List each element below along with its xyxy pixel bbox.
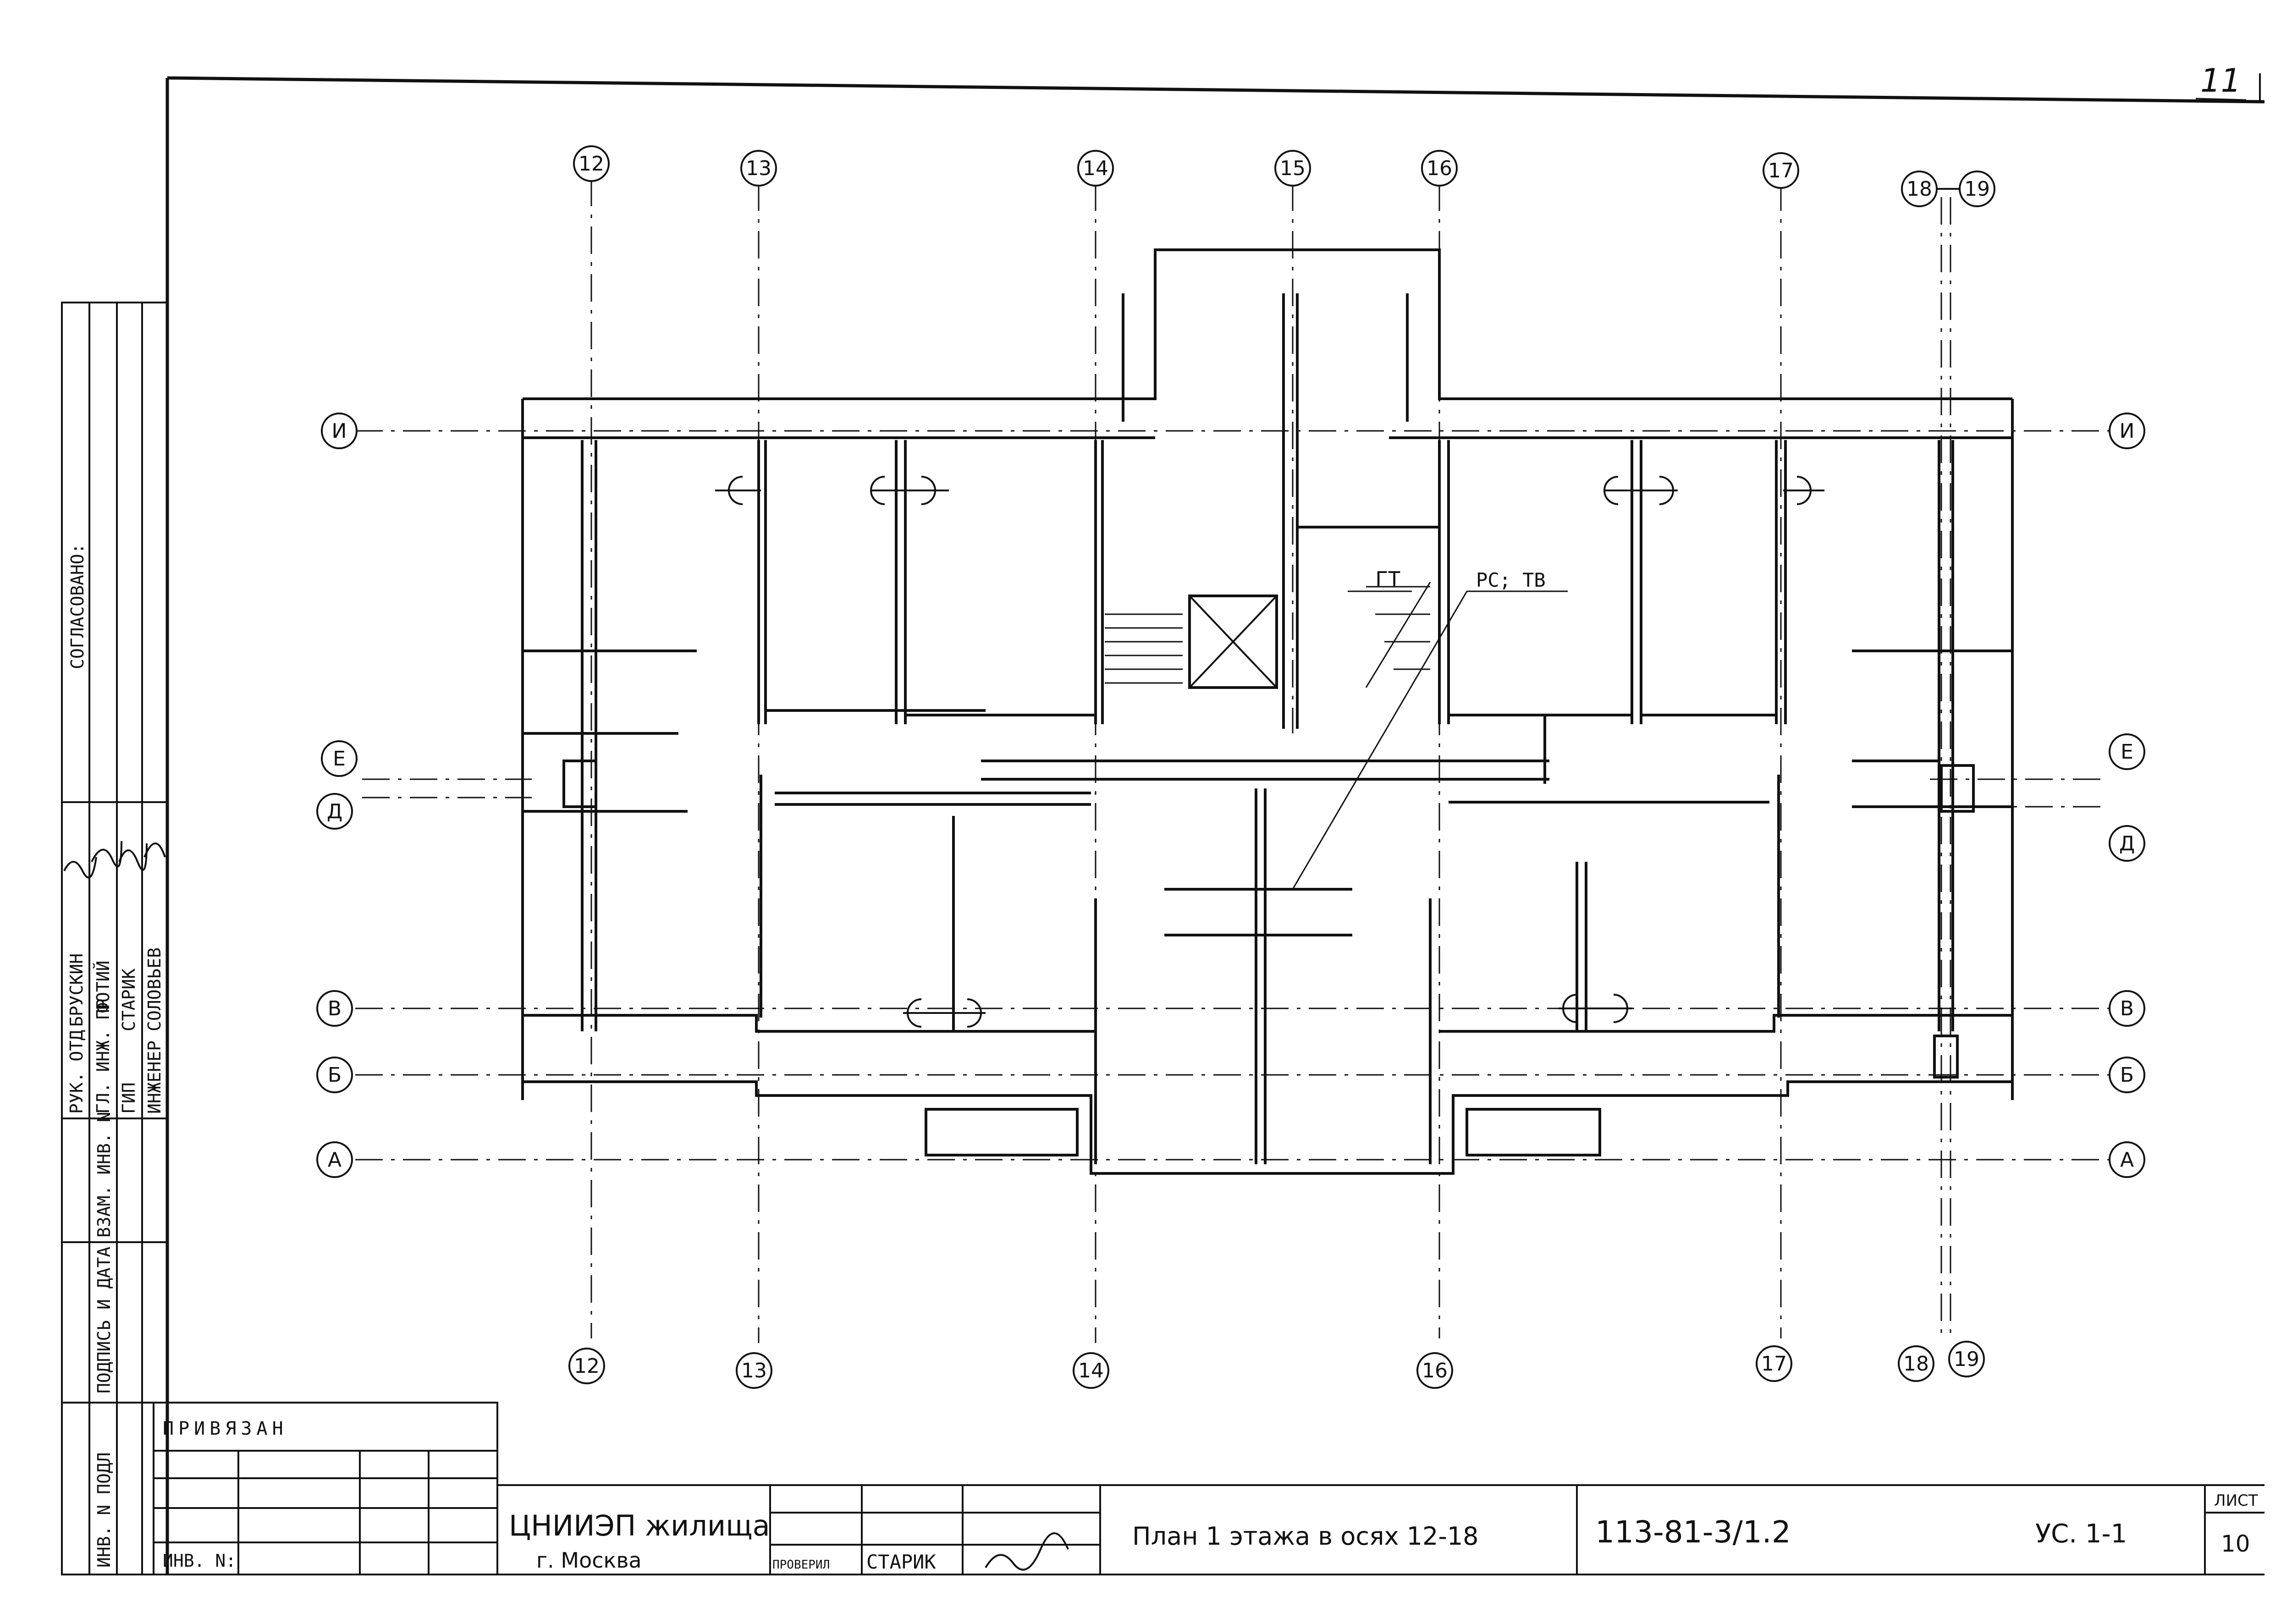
axis-label-d-left: Д <box>327 800 342 823</box>
organization-name: ЦНИИЭП жилища <box>509 1509 770 1542</box>
stamp-role-3: ГИП <box>119 1082 139 1114</box>
axis-bubbles-top <box>573 145 1995 207</box>
checked-label: ПРОВЕРИЛ <box>772 1558 830 1572</box>
stamp-name-3: СТАРИК <box>119 969 139 1031</box>
axis-label-15-top: 15 <box>1280 157 1306 180</box>
axis-label-14-bottom: 14 <box>1078 1359 1104 1382</box>
label-rs-tv: РС; ТВ <box>1476 569 1546 591</box>
axis-label-v-left: В <box>328 997 342 1020</box>
stamp-field-repl: ВЗАМ. ИНВ. N <box>94 1112 114 1238</box>
axis-label-12-top: 12 <box>579 152 604 176</box>
axis-label-16-top: 16 <box>1427 157 1452 180</box>
axis-label-b-left: Б <box>328 1063 342 1087</box>
axis-label-19-bottom: 19 <box>1954 1348 1979 1371</box>
axis-bubbles-right <box>2109 413 2145 1178</box>
axis-bubbles-left <box>316 413 358 1178</box>
agreed-label: СОГЛАСОВАНО: <box>67 543 88 669</box>
checked-name: СТАРИК <box>866 1551 936 1573</box>
axis-label-19-top: 19 <box>1964 177 1990 201</box>
axis-label-18-top: 18 <box>1906 177 1932 201</box>
inv-label: ИНВ. N: <box>163 1551 236 1571</box>
door-symbols <box>715 476 1824 1028</box>
axis-label-17-bottom: 17 <box>1761 1352 1787 1376</box>
side-stamp-text: СОГЛАСОВАНО: РУК. ОТД БРУСКИН ГЛ. ИНЖ. П… <box>66 543 165 1568</box>
axis-label-16-bottom: 16 <box>1422 1359 1448 1382</box>
stamp-name-2: ФОТИЙ <box>93 961 113 1013</box>
axis-label-e-left: Е <box>333 747 346 771</box>
label-gt: ГТ <box>1375 567 1400 592</box>
axis-labels-bottom: 12 13 14 16 17 18 19 <box>574 1348 1979 1382</box>
sheet-label: ЛИСТ <box>2214 1492 2258 1510</box>
document-part: УС. 1-1 <box>2035 1519 2127 1549</box>
walls <box>521 248 2014 1175</box>
axis-labels-top: 12 13 14 15 16 17 18 19 <box>579 152 1990 201</box>
axis-label-b-right: Б <box>2120 1063 2134 1087</box>
axis-label-12-bottom: 12 <box>574 1354 600 1378</box>
stamp-name-4: СОЛОВЬЕВ <box>144 947 165 1031</box>
title-block <box>153 1402 2264 1575</box>
side-stamp <box>61 302 168 1575</box>
sheet-corner-mark: 11 <box>2200 62 2241 99</box>
sheet-number: 10 <box>2221 1530 2250 1557</box>
axis-label-13-bottom: 13 <box>741 1359 767 1382</box>
document-code: 113-81-3/1.2 <box>1595 1514 1791 1550</box>
stamp-role-1: РУК. ОТД <box>66 1030 87 1114</box>
axis-label-a-right: А <box>2120 1148 2134 1172</box>
axis-label-13-top: 13 <box>746 157 771 180</box>
axis-labels-left: И Е Д В Б А <box>327 419 347 1172</box>
stamp-name-1: БРУСКИН <box>66 953 87 1027</box>
axis-label-d-right: Д <box>2119 832 2135 855</box>
stamp-field-sign: ПОДПИСЬ И ДАТА <box>94 1247 114 1393</box>
axis-label-a-left: А <box>328 1148 342 1172</box>
leader-lines <box>1292 590 1568 890</box>
axis-label-e-right: Е <box>2121 740 2133 764</box>
stamp-signatures <box>63 841 166 879</box>
stamp-role-4: ИНЖЕНЕР <box>144 1040 165 1114</box>
axis-label-17-top: 17 <box>1768 159 1794 182</box>
axis-label-14-top: 14 <box>1083 157 1108 180</box>
axis-label-i-right: И <box>2120 419 2135 443</box>
organization-city: г. Москва <box>536 1548 642 1573</box>
sheet-title: План 1 этажа в осях 12-18 <box>1132 1522 1479 1551</box>
stamp-field-inv: ИНВ. N ПОДЛ <box>94 1452 114 1568</box>
tied-label: ПРИВЯЗАН <box>163 1418 288 1439</box>
axis-label-18-bottom: 18 <box>1903 1352 1929 1376</box>
axis-label-v-right: В <box>2120 997 2134 1020</box>
axis-label-i-left: И <box>332 419 347 443</box>
axis-bubbles-bottom <box>568 1341 1985 1389</box>
stamp-role-2: ГЛ. ИНЖ. ПР <box>93 998 113 1114</box>
axis-labels-right: И Е Д В Б А <box>2119 419 2135 1172</box>
